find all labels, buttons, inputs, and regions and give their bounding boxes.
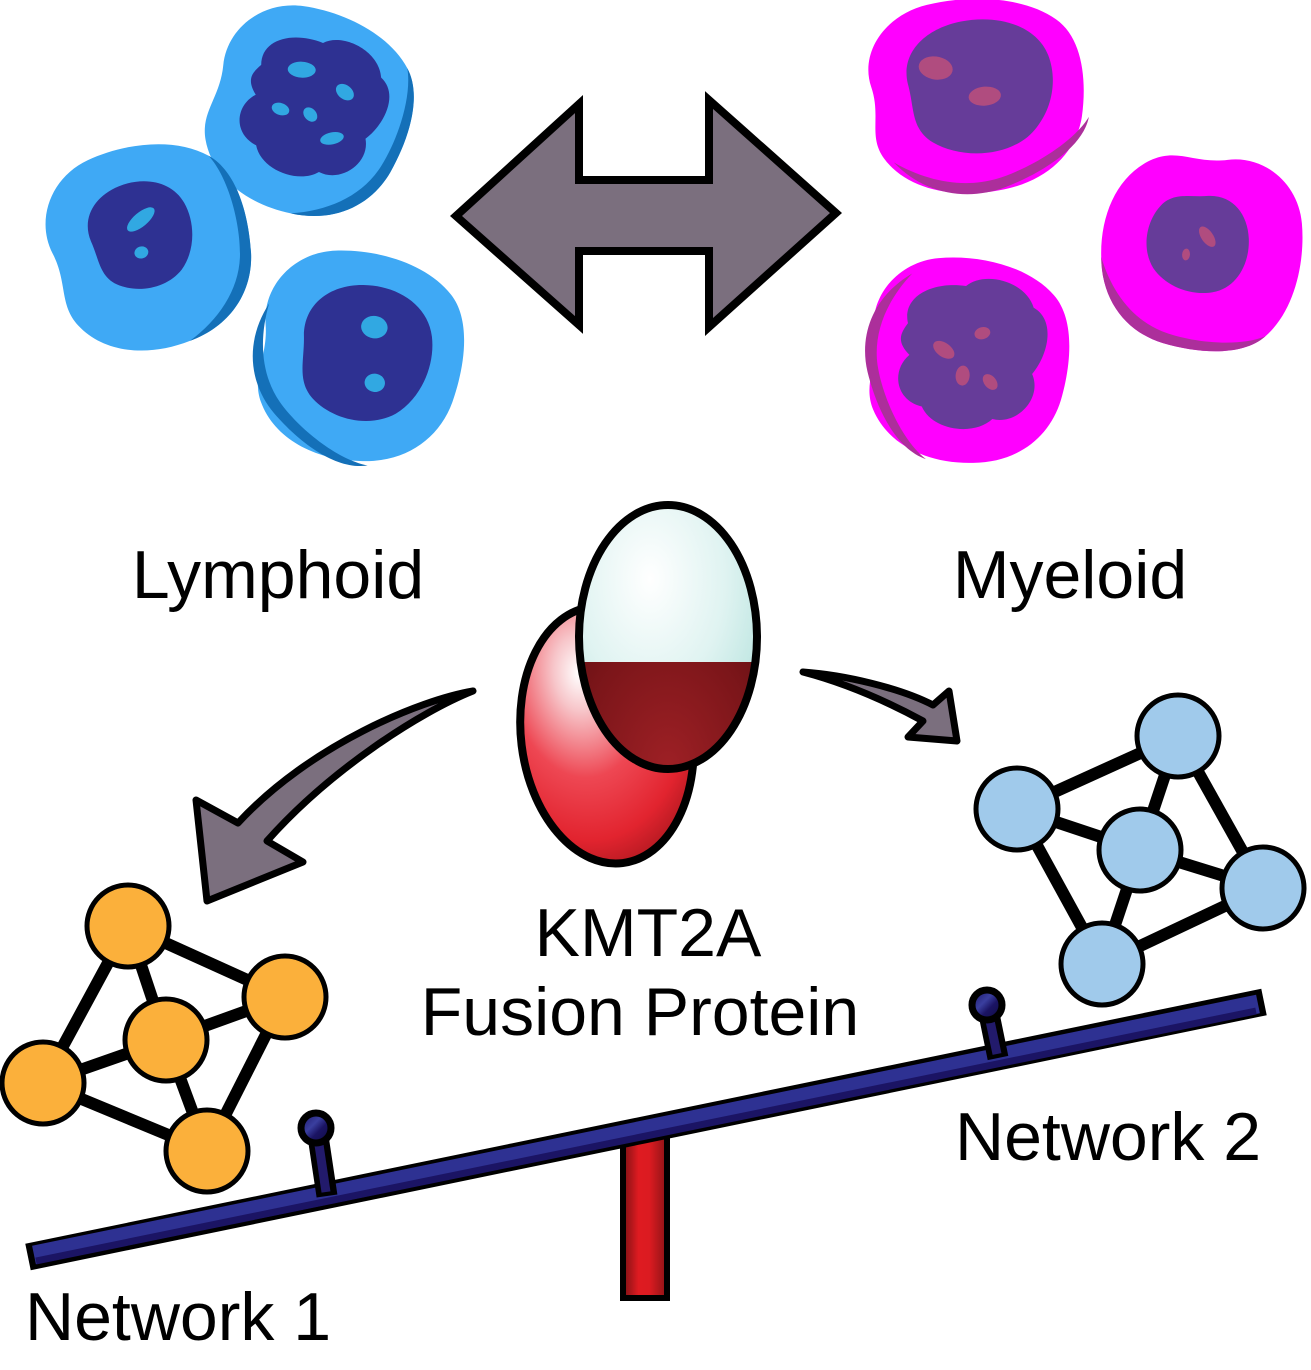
lymphoid-cell-group (29, 0, 476, 482)
nucleolus (361, 315, 388, 339)
network-node (1219, 844, 1307, 932)
nucleolus (127, 207, 155, 232)
fusion-protein (516, 501, 761, 868)
seesaw-fulcrum (620, 1125, 670, 1301)
seesaw-balance (25, 986, 1267, 1301)
nucleolus (1182, 248, 1190, 261)
network-node (1134, 692, 1222, 780)
network-node (163, 1107, 251, 1195)
myeloid-label: Myeloid (953, 537, 1187, 613)
network-node (973, 765, 1061, 853)
seesaw-pin-right (968, 986, 1009, 1061)
nucleolus (968, 86, 1001, 106)
nucleolus (974, 326, 991, 340)
network-1-graph (0, 882, 329, 1195)
pin-stalk (313, 1137, 331, 1193)
pin-head (297, 1109, 335, 1147)
lymphoid-cell-3 (215, 239, 476, 482)
network-node (241, 953, 329, 1041)
lymphoid-cell-2 (29, 121, 274, 371)
lymphoid-myeloid-double-arrow (450, 91, 843, 336)
cell-nucleoli (127, 207, 155, 259)
nucleolus (303, 107, 318, 122)
nucleolus (918, 56, 953, 80)
network-1-nodes (0, 882, 329, 1195)
nucleolus (955, 365, 970, 386)
myeloid-cell-1 (862, 0, 1102, 230)
nucleolus (287, 61, 316, 78)
cell-nucleoli (933, 326, 998, 390)
network-2-label: Network 2 (955, 1099, 1261, 1175)
seesaw-beam (25, 988, 1267, 1271)
nucleolus (134, 246, 149, 259)
network-node (84, 882, 172, 970)
kmt2a-outline (575, 501, 761, 773)
curved-arrow-left (192, 687, 477, 905)
cell-nucleoli (361, 315, 388, 392)
beam-body (32, 994, 1260, 1265)
network-node (1096, 806, 1184, 894)
beam-shadow-edge (35, 1007, 1257, 1265)
lymphoid-cell-1 (184, 0, 436, 241)
nucleolus (1198, 226, 1216, 247)
cell-nucleoli (271, 61, 354, 145)
cell-nucleoli (918, 56, 1001, 106)
fusion-protein-kmt2a-domain (575, 501, 761, 773)
pin-head (968, 986, 1006, 1024)
myeloid-cell-2 (833, 250, 1077, 472)
network-2-nodes (973, 692, 1307, 1008)
myeloid-cell-3 (1092, 148, 1310, 359)
network-node (122, 996, 210, 1084)
seesaw-pin-left (297, 1109, 338, 1198)
kmt2a-c-terminal (580, 662, 756, 769)
nucleolus (364, 373, 385, 392)
nucleolus (320, 132, 344, 145)
curved-arrow-right (799, 668, 961, 745)
network-node (0, 1039, 87, 1127)
protein-label-line1: KMT2A (535, 895, 762, 971)
network-2-graph (973, 692, 1307, 1008)
nucleolus (982, 374, 998, 390)
myeloid-cell-group (833, 0, 1310, 472)
network-1-label: Network 1 (25, 1279, 331, 1355)
network-node (1058, 920, 1146, 1008)
nucleolus (933, 340, 955, 359)
cell-nucleoli (1182, 226, 1216, 261)
nucleolus (271, 102, 290, 116)
lymphoid-label: Lymphoid (132, 537, 424, 613)
nucleolus (335, 83, 354, 101)
protein-label-line2: Fusion Protein (421, 974, 859, 1050)
